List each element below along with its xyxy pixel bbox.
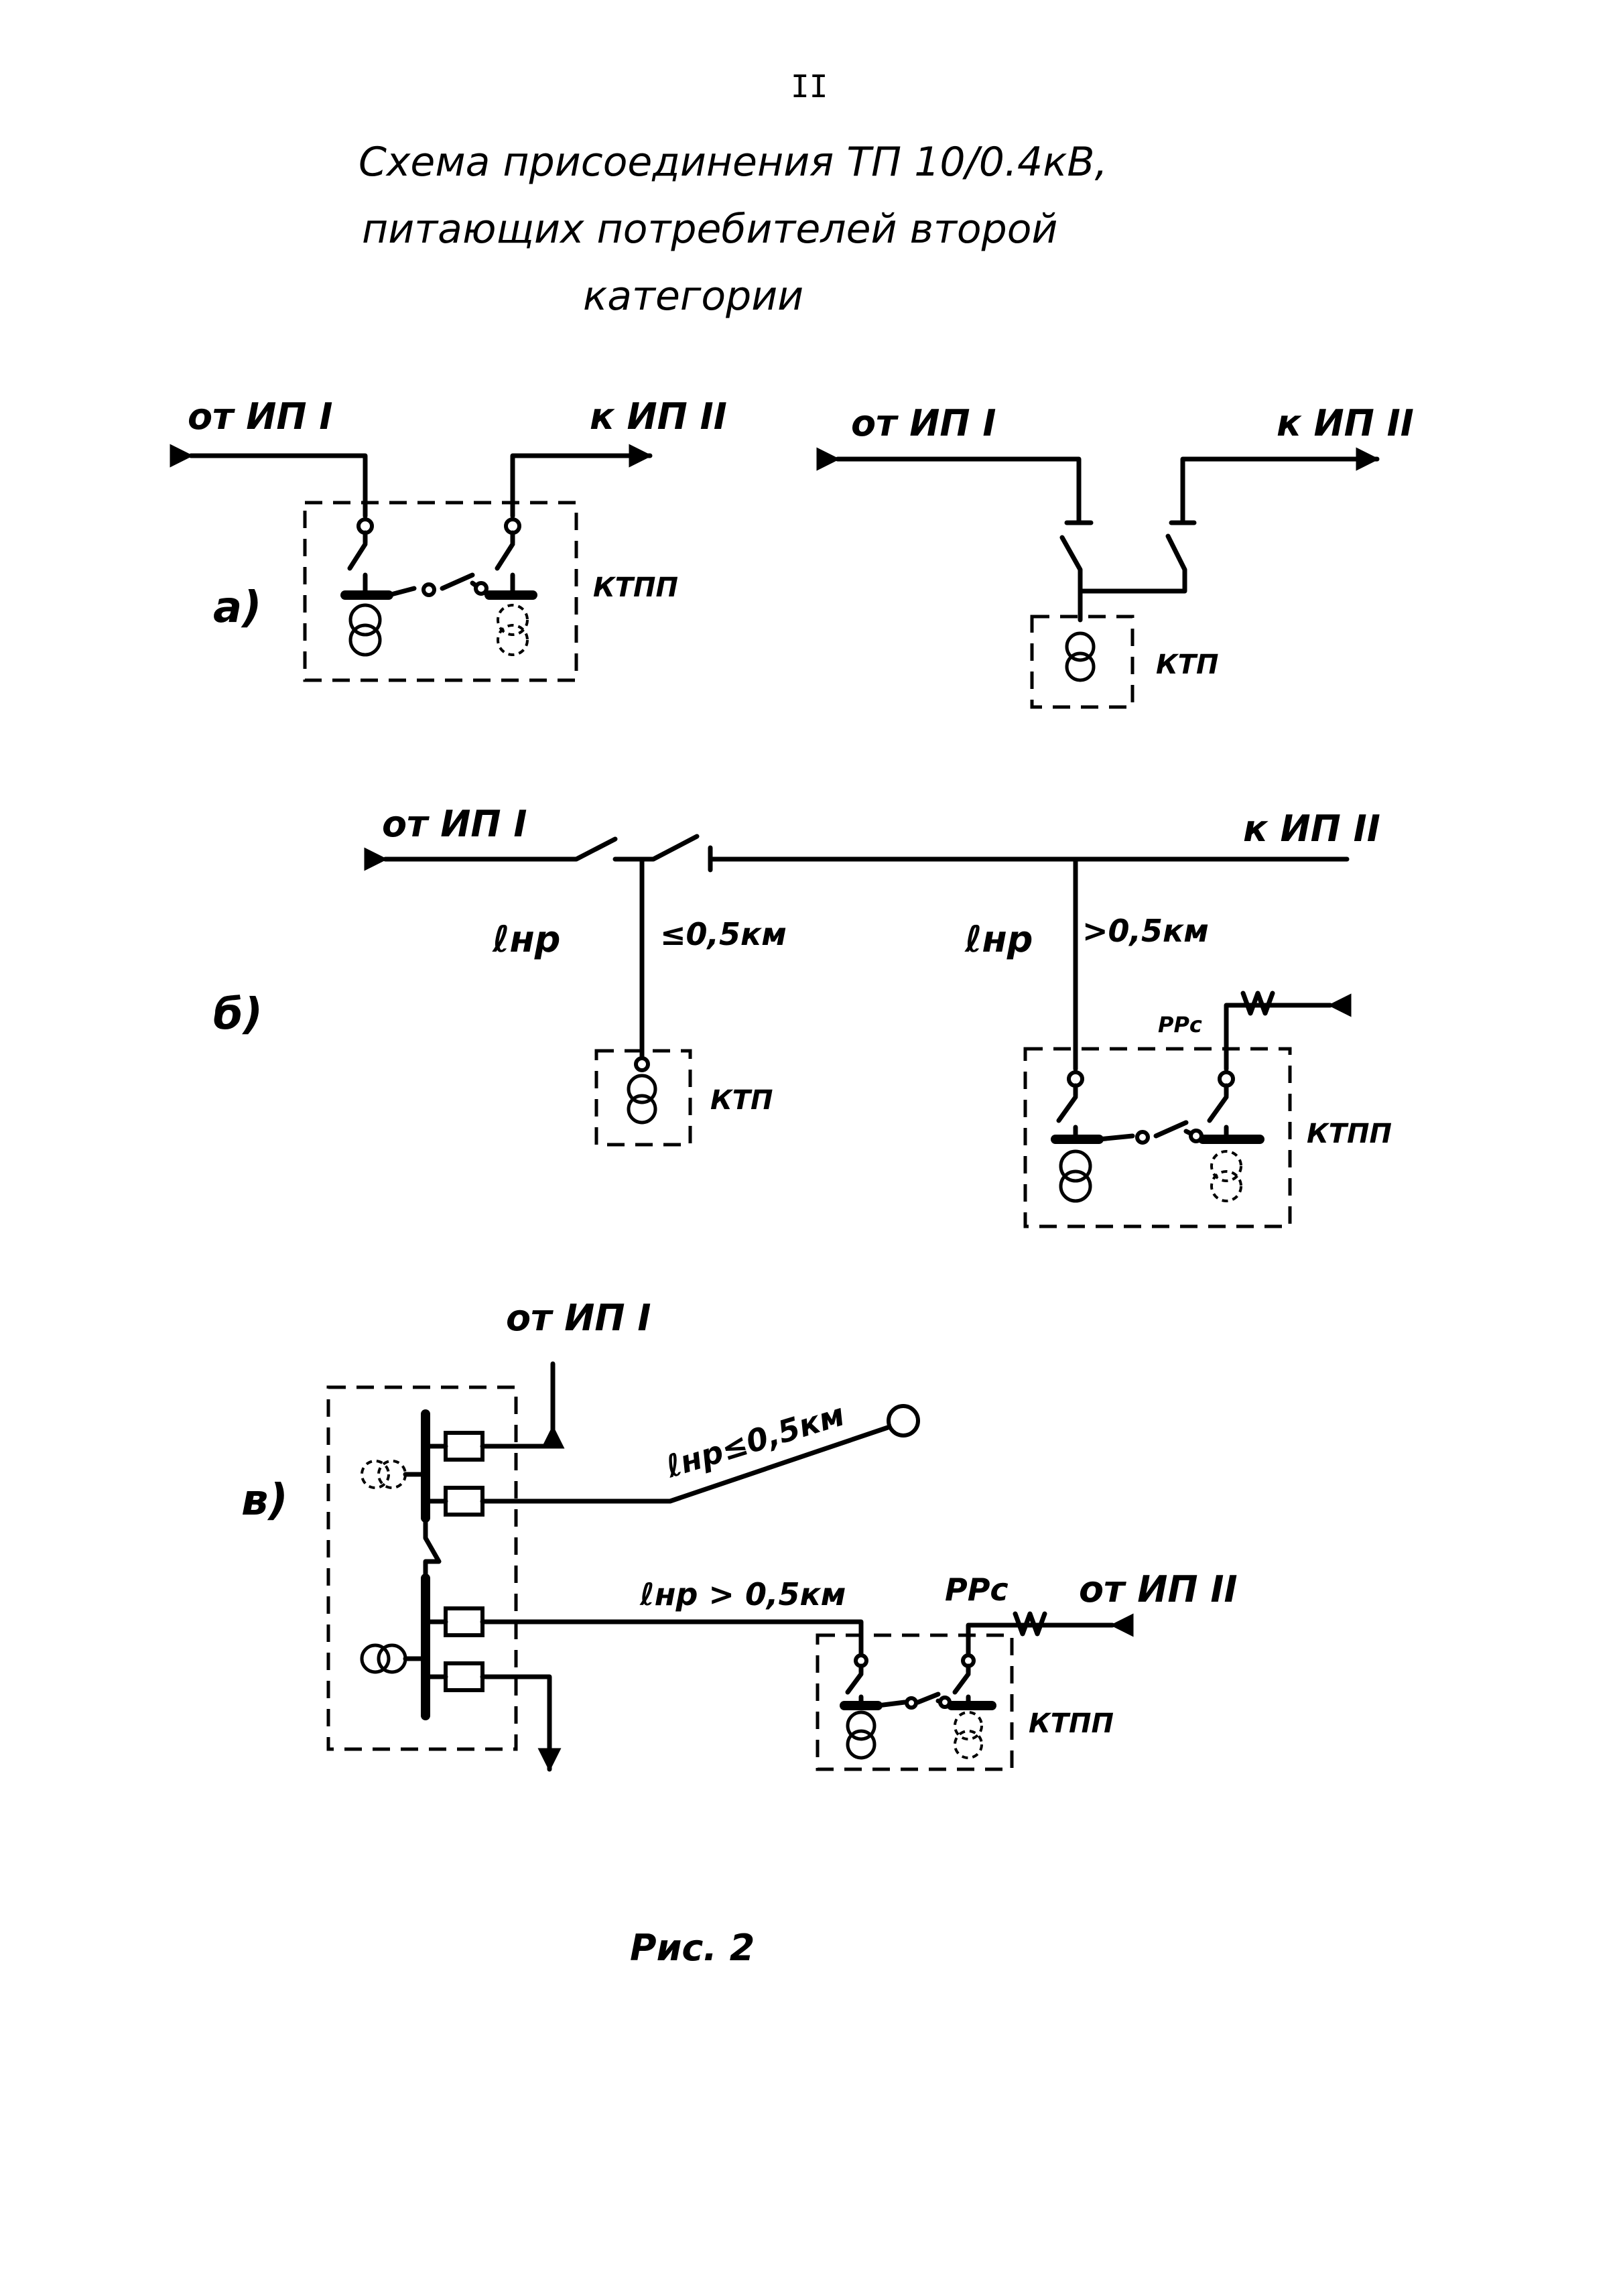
switch	[347, 530, 368, 596]
label-to-ip2: к ИП II	[590, 395, 727, 438]
ktpp-enclosure	[1023, 1047, 1292, 1228]
reserve-disconnector	[1013, 1611, 1047, 1637]
main-line-in	[364, 836, 618, 871]
tap-symbol-1: ℓнр	[492, 918, 560, 960]
reserve-disconnector	[1240, 991, 1275, 1016]
transformer-icon	[348, 603, 382, 657]
scheme-a-left: от ИП I к ИП II а) КТПП	[170, 395, 727, 682]
substation-enclosure	[326, 1385, 518, 1751]
switch	[952, 1663, 971, 1708]
ktp-enclosure	[594, 1049, 692, 1147]
label-from-ip1: от ИП I	[382, 803, 527, 845]
switch	[1078, 533, 1187, 594]
tap-length-1: ≤0,5км	[660, 916, 787, 952]
transformer-reserve-icon	[954, 1711, 983, 1759]
terminal	[421, 582, 436, 597]
terminal	[1189, 1129, 1204, 1143]
breaker-cell	[444, 1661, 484, 1692]
label-to-ip2: к ИП II	[1243, 808, 1380, 850]
feeder-in-line	[170, 444, 368, 519]
title-line-2: питающих потребителей второй	[362, 206, 1057, 253]
terminal	[905, 1696, 918, 1710]
title: Схема присоединения ТП 10/0.4кВ, питающи…	[359, 139, 1108, 320]
feeder-down	[480, 1674, 562, 1772]
transformer-icon	[1059, 1149, 1092, 1203]
label-from-ip1: от ИП I	[188, 395, 332, 438]
transformer-icon	[360, 1643, 407, 1674]
reserve-label: РРс	[1158, 1012, 1202, 1037]
scheme-letter-b: б)	[213, 990, 263, 1039]
breaker-cell	[444, 1606, 484, 1637]
line-long	[480, 1619, 864, 1658]
feeder-out-line	[510, 444, 653, 519]
label-to-ip2: к ИП II	[1277, 402, 1414, 444]
reserve-line	[1224, 993, 1352, 1072]
line-end-terminal	[887, 1404, 920, 1438]
sectional-switch	[1096, 1120, 1206, 1142]
feeder-out-line	[1180, 447, 1380, 525]
scheme-b: от ИП I к ИП II ℓнр ≤0,5км КТП ℓнр >0,5к…	[213, 803, 1392, 1228]
switch	[495, 530, 515, 596]
sectional-disconnector	[423, 1515, 442, 1581]
switch	[1207, 1083, 1229, 1142]
ktp-enclosure	[1030, 615, 1134, 709]
transformer-icon	[846, 1710, 877, 1760]
line-short	[480, 1425, 891, 1504]
transformer-icon	[627, 1074, 657, 1125]
transformer-reserve-icon	[497, 604, 529, 656]
main-line-mid	[612, 834, 700, 862]
label-from-ip2: от ИП II	[1079, 1568, 1238, 1610]
breaker-cell	[444, 1431, 484, 1462]
station-label-ktp: КТП	[710, 1085, 773, 1116]
station-label-ktpp: КТПП	[593, 572, 678, 603]
sectional-switch	[386, 572, 492, 598]
cell-link	[423, 1444, 448, 1679]
switch	[845, 1663, 864, 1708]
terminal	[1135, 1130, 1150, 1145]
terminal	[938, 1696, 952, 1709]
station-label-ktpp: КТПП	[1029, 1708, 1114, 1739]
terminal	[634, 1056, 650, 1072]
label-from-ip1-top: от ИП I	[506, 1297, 651, 1339]
switch	[1059, 535, 1083, 623]
reserve-label: РРс	[945, 1572, 1009, 1608]
terminal	[474, 581, 489, 596]
scheme-a-right: от ИП I к ИП II КТП	[816, 402, 1414, 709]
scheme-letter-a: а)	[213, 583, 261, 633]
title-line-3: категории	[583, 273, 803, 320]
figure-caption: Рис. 2	[630, 1927, 755, 1969]
transformer-icon	[1065, 631, 1096, 682]
switch	[1056, 1083, 1078, 1142]
title-line-1: Схема присоединения ТП 10/0.4кВ,	[359, 139, 1108, 186]
scheme-letter-v: в)	[241, 1476, 288, 1525]
station-label-ktpp: КТПП	[1307, 1119, 1392, 1149]
transformer-icon	[361, 1460, 407, 1489]
ktpp-enclosure	[816, 1633, 1014, 1771]
scheme-v: от ИП I ℓнр≤0,5км ℓнр > 0,5км в) РРс от …	[241, 1297, 1238, 1772]
feeder-in-line	[816, 447, 1082, 525]
transformer-reserve-icon	[1210, 1150, 1242, 1202]
label-from-ip1: от ИП I	[851, 402, 996, 444]
reserve-line	[966, 1613, 1134, 1658]
page-number: II	[791, 68, 828, 105]
tap-symbol-2: ℓнр	[964, 918, 1033, 960]
breaker-cell	[444, 1486, 484, 1517]
feeder-to-ip1	[480, 1425, 556, 1449]
line-long-label: ℓнр > 0,5км	[639, 1576, 846, 1612]
tap-length-2: >0,5км	[1082, 913, 1209, 949]
station-label-ktp: КТП	[1156, 649, 1218, 680]
